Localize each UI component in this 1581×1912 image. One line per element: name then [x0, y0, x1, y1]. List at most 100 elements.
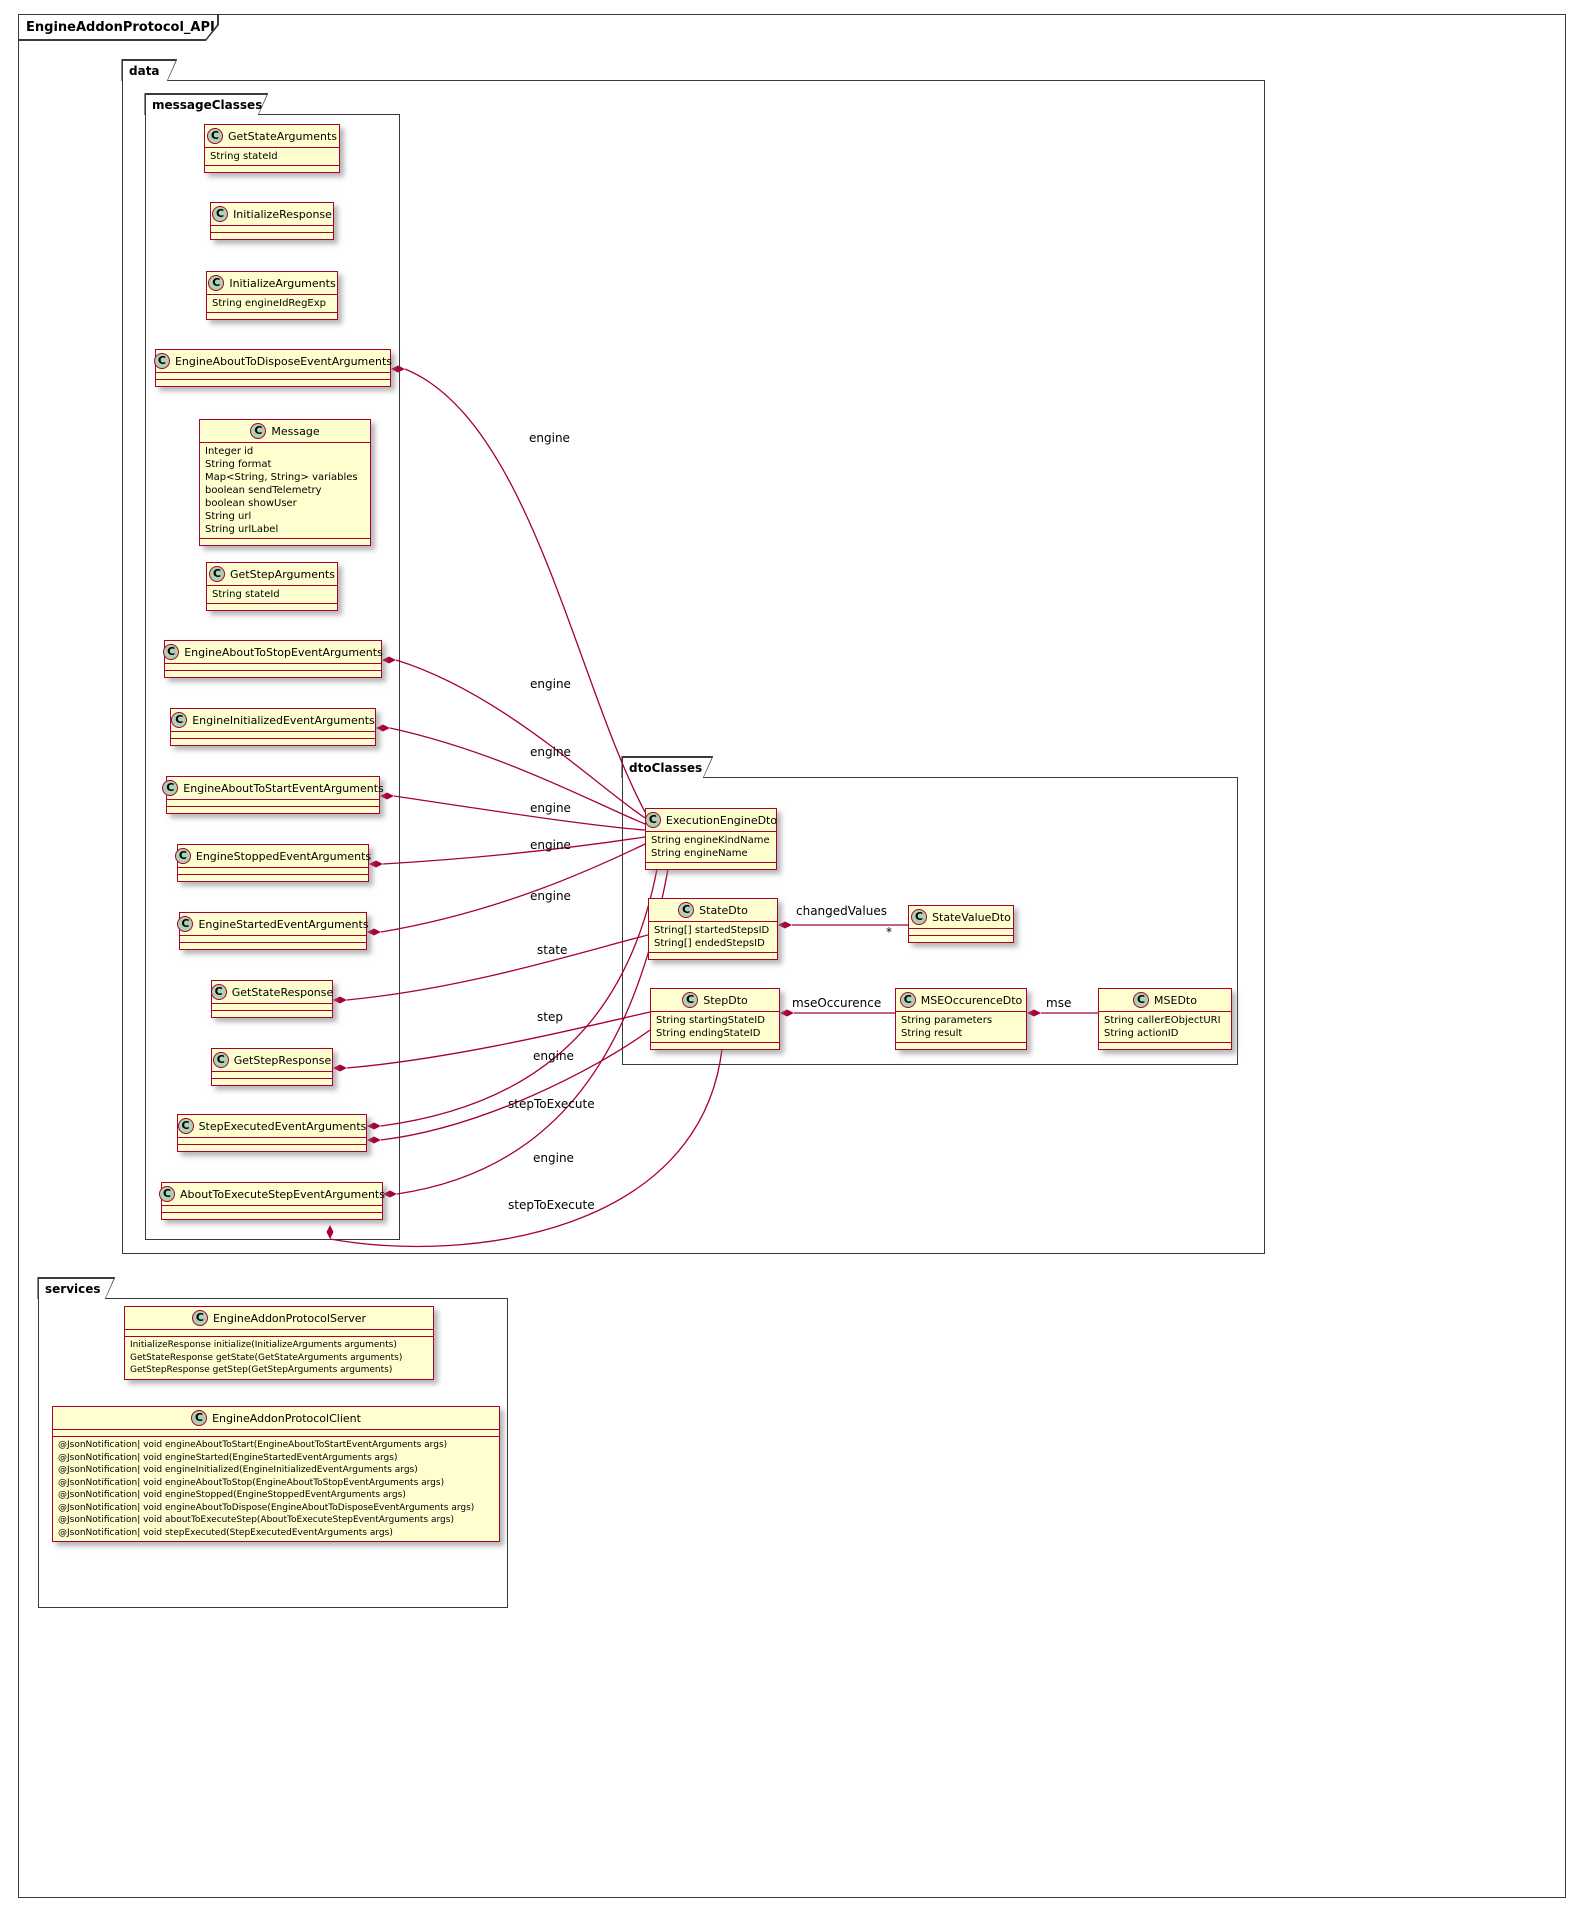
- class-icon: C: [212, 206, 229, 222]
- class-member: @JsonNotification| void aboutToExecuteSt…: [58, 1515, 454, 1525]
- class-statevaluedto: C StateValueDto: [908, 905, 1014, 943]
- frame-engineaddonprotocol-api: EngineAddonProtocol_API: [18, 14, 1566, 1898]
- attributes-compartment: [180, 935, 366, 942]
- class-member: String[] startedStepsID: [654, 925, 770, 936]
- class-member: @JsonNotification| void stepExecuted(Ste…: [58, 1527, 393, 1538]
- class-header: C ExecutionEngineDto: [644, 809, 778, 831]
- class-name: GetStepArguments: [230, 567, 335, 581]
- class-icon: C: [191, 1410, 208, 1426]
- class-name: EngineAboutToDisposeEventArguments: [174, 354, 393, 368]
- class-member: @JsonNotification| void engineAboutToSto…: [58, 1477, 445, 1488]
- methods-compartment: [205, 165, 339, 172]
- class-header: C MSEDto: [1099, 989, 1231, 1011]
- class-header: C AboutToExecuteStepEventArguments: [159, 1183, 385, 1205]
- methods-compartment: [207, 603, 337, 610]
- class-name: EngineAddonProtocolServer: [212, 1311, 367, 1325]
- class-member: String engineKindName: [651, 835, 770, 846]
- class-name: EngineInitializedEventArguments: [192, 713, 375, 727]
- edge-label-engine: engine: [530, 889, 571, 903]
- class-header: C InitializeArguments: [207, 272, 337, 294]
- class-member: String url: [205, 511, 252, 522]
- class-name: GetStateArguments: [227, 129, 338, 143]
- attributes-compartment: [178, 1137, 366, 1144]
- class-icon: C: [678, 902, 695, 918]
- attributes-compartment: [165, 663, 381, 670]
- class-header: C Message: [200, 420, 370, 442]
- class-name: EngineAddonProtocolClient: [212, 1411, 361, 1425]
- class-name: InitializeArguments: [229, 276, 336, 290]
- attributes-compartment: String engineIdRegExp: [207, 294, 337, 312]
- class-icon: C: [250, 423, 267, 439]
- class-member: @JsonNotification| void engineAboutToDis…: [58, 1502, 475, 1513]
- class-header: C StateValueDto: [909, 906, 1013, 928]
- class-icon: C: [644, 812, 661, 828]
- edge-label-engine: engine: [530, 745, 571, 759]
- class-engineabouttostopeventarguments: C EngineAboutToStopEventArguments: [163, 640, 383, 678]
- attributes-compartment: [171, 731, 375, 738]
- edge-label-engine: engine: [533, 1049, 574, 1063]
- attributes-compartment: [162, 1205, 382, 1212]
- class-member: Integer id: [205, 446, 254, 457]
- package-data: data: [122, 80, 1265, 1254]
- methods-compartment: [896, 1042, 1026, 1049]
- class-header: C EngineInitializedEventArguments: [171, 709, 375, 731]
- edge-label-multiplicity: *: [886, 925, 892, 939]
- class-icon: C: [210, 984, 227, 1000]
- class-name: EngineAboutToStartEventArguments: [183, 781, 384, 795]
- edge-label-engine: engine: [529, 431, 570, 445]
- class-enginestoppedeventarguments: C EngineStoppedEventArguments: [174, 844, 372, 882]
- class-name: StateDto: [699, 903, 748, 917]
- class-engineaddonprotocolclient: C EngineAddonProtocolClient @JsonNotific…: [52, 1406, 500, 1542]
- class-name: AboutToExecuteStepEventArguments: [180, 1187, 385, 1201]
- class-icon: C: [911, 909, 928, 925]
- class-icon: C: [191, 1310, 208, 1326]
- class-header: C MSEOccurenceDto: [896, 989, 1026, 1011]
- class-header: C EngineAboutToDisposeEventArguments: [153, 350, 393, 372]
- class-icon: C: [171, 712, 188, 728]
- edge-label-steptoexecute: stepToExecute: [508, 1198, 595, 1212]
- class-header: C StepDto: [651, 989, 779, 1011]
- class-abouttoexecutestepeventarguments: C AboutToExecuteStepEventArguments: [159, 1182, 385, 1220]
- class-member: @JsonNotification| void engineAboutToSta…: [58, 1440, 448, 1450]
- methods-compartment: [646, 862, 776, 869]
- class-name: Message: [271, 424, 320, 438]
- class-getstepresponse: C GetStepResponse: [211, 1048, 333, 1086]
- class-stepexecutedeventarguments: C StepExecutedEventArguments: [177, 1114, 367, 1152]
- edge-label-state: state: [537, 943, 568, 957]
- package-dto-classes-tab: dtoClasses: [621, 756, 713, 778]
- class-icon: C: [174, 848, 191, 864]
- class-getsteparguments: C GetStepArguments String stateId: [206, 562, 338, 611]
- class-member: String stateId: [210, 151, 278, 162]
- package-message-classes-tab: messageClasses: [144, 93, 268, 115]
- class-header: C GetStepResponse: [212, 1049, 332, 1071]
- methods-compartment: [167, 806, 379, 813]
- edge-label-steptoexecute: stepToExecute: [508, 1097, 595, 1111]
- class-name: MSEOccurenceDto: [920, 993, 1023, 1007]
- class-name: EngineStoppedEventArguments: [195, 849, 372, 863]
- class-executionenginedto: C ExecutionEngineDto String engineKindNa…: [644, 808, 778, 870]
- class-member: @JsonNotification| void engineInitialize…: [58, 1465, 418, 1475]
- class-name: GetStepResponse: [233, 1053, 332, 1067]
- class-initializeresponse: C InitializeResponse: [210, 202, 334, 240]
- class-header: C EngineStartedEventArguments: [177, 913, 369, 935]
- class-engineabouttodisposeeventarguments: C EngineAboutToDisposeEventArguments: [153, 349, 393, 387]
- class-name: ExecutionEngineDto: [665, 813, 778, 827]
- methods-compartment: [909, 935, 1013, 942]
- methods-compartment: [178, 1144, 366, 1151]
- attributes-compartment: [212, 1003, 332, 1010]
- class-icon: C: [177, 1118, 194, 1134]
- attributes-compartment: [156, 372, 390, 379]
- package-data-label: data: [129, 63, 160, 78]
- package-services: services: [38, 1298, 508, 1608]
- package-data-tab: data: [121, 59, 177, 81]
- methods-compartment: [651, 1042, 779, 1049]
- class-member: String engineName: [651, 848, 748, 859]
- edge-label-step: step: [537, 1010, 563, 1024]
- class-icon: C: [153, 353, 170, 369]
